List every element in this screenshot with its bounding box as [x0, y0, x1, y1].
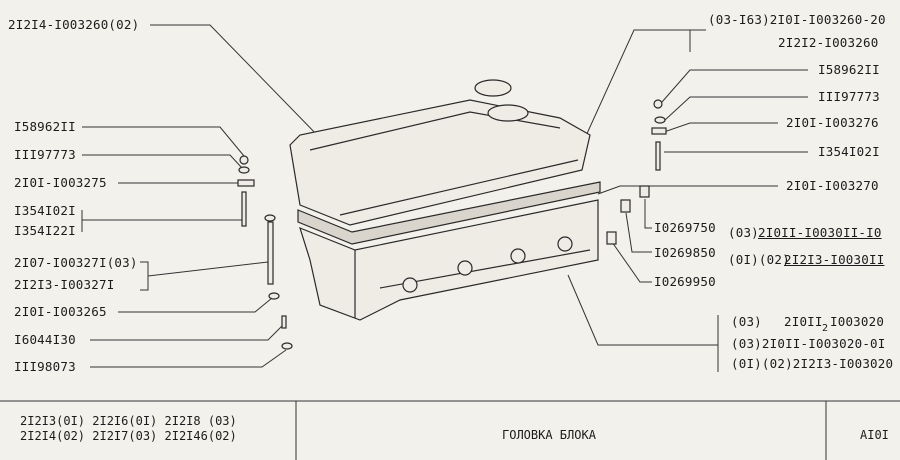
label-valve-cover: 2I2I4-I003260(02): [8, 17, 140, 32]
leader-plate-right: [663, 122, 778, 133]
label-plug-2: I0269850: [654, 245, 716, 260]
leader-washer-bolt: [118, 297, 273, 313]
label-gasket: 2I0I-I003270: [786, 178, 879, 193]
bolt-shape: [267, 221, 274, 285]
label-bolt-1: 2I07-I00327I(03): [14, 255, 138, 270]
footer-models-row1: 2I2I3(0I) 2I2I6(0I) 2I2I8 (03): [20, 414, 237, 428]
label-valve-cover-alt-2: 2I2I2-I003260: [778, 35, 879, 50]
stud-left-shape: [241, 191, 247, 227]
engine-head-illustration: [81, 24, 808, 372]
leader-washer-left: [82, 154, 243, 169]
plate-right-shape: [651, 127, 667, 135]
filler-neck-1: [474, 79, 512, 97]
filler-neck-2: [487, 104, 529, 122]
label-stud-left-1: I354I02I: [14, 203, 76, 218]
label-plug-1: I0269750: [654, 220, 716, 235]
label-stud-left-2: I354I22I: [14, 223, 76, 238]
leader-nut-right: [661, 69, 808, 103]
leader-valve-cover-alt: [574, 29, 706, 161]
leader-stud-left: [81, 210, 244, 232]
label-plug-3: I0269950: [654, 274, 716, 289]
washer-small-shape: [281, 342, 293, 350]
label-head-3: (0I)(02)2I2I3-I003020: [731, 356, 894, 371]
leader-washer-small: [90, 349, 287, 368]
plug-3-shape: [606, 231, 617, 245]
label-screw: I6044I30: [14, 332, 76, 347]
leader-gasket: [597, 185, 778, 195]
footer-code: AI0I: [860, 428, 889, 442]
label-head-2: (03)2I0II-I003020-0I: [731, 336, 886, 351]
label-nut-right: I58962II: [818, 62, 880, 77]
title-block-frame: [0, 400, 900, 460]
nut-right-shape: [653, 99, 663, 109]
leader-head: [567, 274, 719, 372]
label-washer-right: III97773: [818, 89, 880, 104]
label-bolt-2: 2I2I3-I00327I: [14, 277, 115, 292]
label-nut-left: I58962II: [14, 119, 76, 134]
footer-title: ГОЛОВКА БЛОКА: [502, 428, 596, 442]
plate-left-shape: [237, 179, 255, 187]
valve-cover-shape: [289, 99, 591, 226]
label-plug-1-applic: (03): [728, 225, 759, 240]
gasket-shape: [297, 181, 601, 245]
plug-1-shape: [639, 185, 650, 198]
leader-bolt: [140, 261, 269, 291]
leader-valve-cover: [150, 24, 323, 141]
leader-plug-2: [625, 212, 652, 253]
stud-right-shape: [655, 141, 661, 171]
label-plug-2-part: 2I2I3-I0030II: [784, 252, 885, 267]
label-plug-2-applic: (0I)(02): [728, 252, 790, 267]
plug-2-shape: [620, 199, 631, 213]
label-valve-cover-alt-1: (03-I63)2I0I-I003260-20: [708, 12, 886, 27]
cylinder-head-shape: [299, 199, 599, 321]
label-washer-left: III97773: [14, 147, 76, 162]
leader-washer-right: [664, 96, 808, 121]
leader-plug-3: [611, 241, 652, 283]
washer-right-shape: [654, 116, 666, 124]
title-block: 2I2I3(0I) 2I2I6(0I) 2I2I8 (03) 2I2I4(02)…: [0, 400, 900, 460]
label-plate-left: 2I0I-I003275: [14, 175, 107, 190]
label-head-1c: 2: [822, 323, 829, 334]
label-plate-right: 2I0I-I003276: [786, 115, 879, 130]
label-washer-small: III98073: [14, 359, 76, 374]
footer-models-row2: 2I2I4(02) 2I2I7(03) 2I2I46(02): [20, 429, 237, 443]
screw-shape: [281, 315, 287, 329]
label-head-1a: (03): [731, 314, 762, 329]
nut-left-shape: [239, 155, 249, 165]
leader-nut-left: [82, 126, 245, 157]
leader-plug-1: [644, 199, 652, 229]
label-washer-bolt: 2I0I-I003265: [14, 304, 107, 319]
washer-bolt-shape: [268, 292, 280, 300]
label-plug-1-part: 2I0II-I0030II-I0: [758, 225, 882, 240]
label-stud-right: I354I02I: [818, 144, 880, 159]
label-head-1b: 2I0II: [784, 314, 823, 329]
label-head-1d: I003020: [830, 314, 885, 329]
washer-left-shape: [238, 166, 250, 174]
leader-screw: [90, 324, 284, 341]
